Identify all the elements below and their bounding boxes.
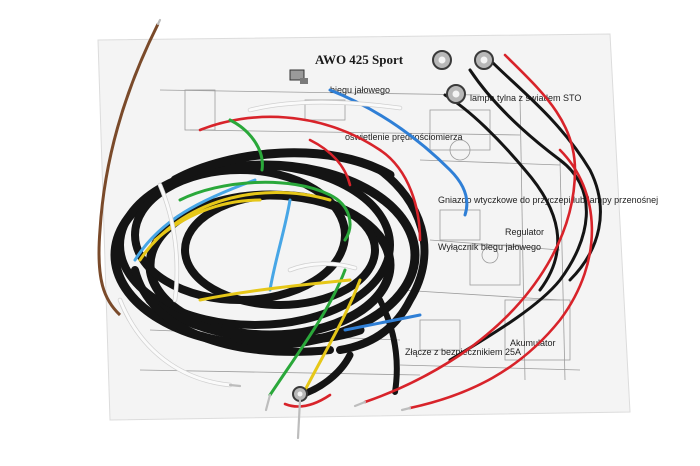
- label-regulator: Regulator: [505, 227, 544, 237]
- wiring-diagram-sheet: AWO 425 Sport biegu jałowego lampa tylna…: [97, 33, 658, 421]
- top-connector: [289, 69, 308, 84]
- wire-tips: [156, 18, 412, 440]
- red-wires: [198, 53, 594, 410]
- brown-wire: [97, 23, 160, 317]
- label-socket: Gniazdo wtyczkowe do przyczepi lub lampy…: [438, 195, 658, 205]
- white-wires: [117, 99, 403, 388]
- label-speedo-light: oświetlenie prędkościomierza: [345, 132, 463, 142]
- green-wires: [178, 118, 352, 397]
- yellow-wires: [138, 191, 362, 402]
- label-idle: biegu jałowego: [330, 85, 390, 95]
- sheet-title: AWO 425 Sport: [315, 52, 404, 67]
- label-rear-lamp: lampa tylna z światłem STO: [470, 93, 581, 103]
- diagram-linework: [139, 89, 581, 381]
- black-wires-right: [443, 58, 602, 362]
- label-idle-switch: Wyłącznik biegu jałowego: [438, 242, 541, 252]
- ring-terminals: [292, 50, 494, 402]
- label-battery: Akumulator: [510, 338, 556, 348]
